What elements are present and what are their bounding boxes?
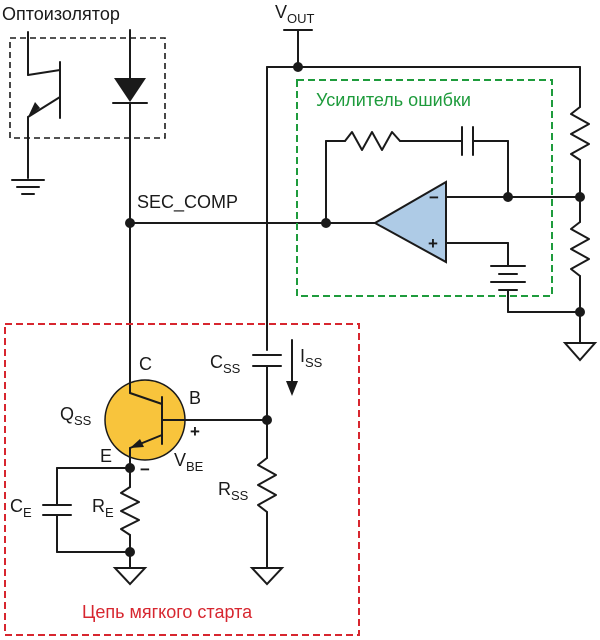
ground-symbol [11, 179, 45, 195]
ground-symbol [562, 342, 598, 362]
reference-battery [490, 265, 526, 291]
opamp-plus: + [428, 234, 438, 253]
sec-comp-label: SEC_COMP [137, 192, 238, 213]
soft-start-label: Цепь мягкого старта [82, 602, 253, 622]
vbe-plus-label: + [190, 422, 200, 441]
ground-symbol [112, 567, 148, 586]
optoisolator-box [9, 37, 166, 139]
soft-start-box [4, 323, 360, 636]
pin-e-label: E [100, 446, 112, 466]
rss-label: RSS [218, 479, 249, 503]
junction-dot [125, 547, 135, 557]
iss-label: ISS [300, 346, 323, 370]
ce-label: CE [10, 496, 32, 520]
optoisolator-label: Оптоизолятор [2, 4, 120, 24]
error-amp-label: Усилитель ошибки [316, 90, 471, 110]
pin-b-label: B [189, 388, 201, 408]
ground-symbol [249, 567, 285, 586]
pin-c-label: C [139, 354, 152, 374]
qss-label: QSS [60, 404, 92, 428]
phototransistor [27, 31, 61, 179]
vout-terminal [283, 29, 313, 68]
opamp [372, 180, 447, 264]
junction-dot [503, 192, 513, 202]
divider-resistor-bottom [570, 221, 590, 277]
vbe-minus-label: − [140, 460, 150, 479]
iss-arrow-icon [286, 381, 298, 396]
vbe-label: VBE [174, 450, 204, 474]
feedback-resistor [344, 131, 401, 151]
rss-resistor [257, 457, 277, 513]
error-amp-box [296, 79, 553, 297]
led-diode [112, 29, 148, 381]
re-resistor [120, 486, 140, 536]
junction-dot [575, 307, 585, 317]
css-label: CSS [210, 352, 241, 376]
qss-transistor [129, 379, 268, 469]
junction-dot [321, 218, 331, 228]
vout-label: VOUT [275, 2, 315, 26]
re-label: RE [92, 496, 114, 520]
divider-resistor-top [570, 106, 590, 161]
opamp-minus: − [429, 188, 439, 207]
